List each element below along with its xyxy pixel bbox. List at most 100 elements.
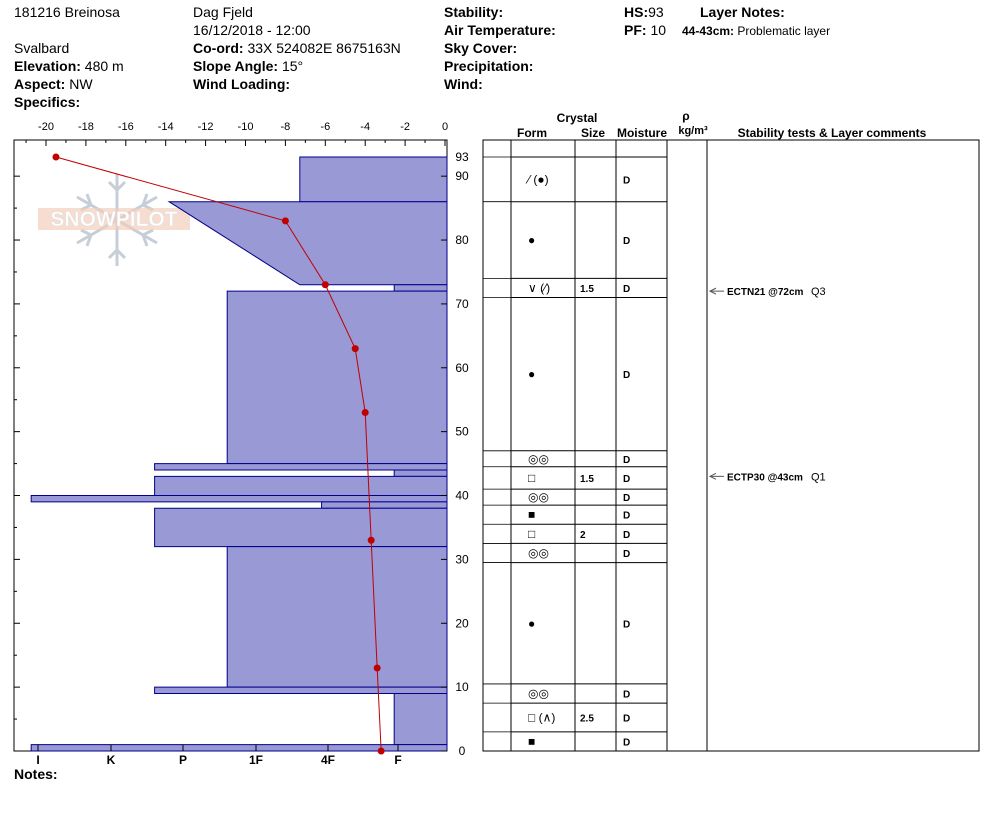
wind-loading-label: Wind Loading: <box>193 76 291 92</box>
temp-tick-label: -14 <box>158 121 174 133</box>
height-tick-label: 40 <box>455 489 469 503</box>
coord-label: Co-ord: <box>193 40 244 56</box>
height-tick-label: 50 <box>455 425 469 439</box>
temp-tick-label: -4 <box>360 121 370 133</box>
layer-size: 2 <box>580 530 586 541</box>
form-header: Form <box>517 126 547 140</box>
stability-header: Stability tests & Layer comments <box>738 126 927 140</box>
location: Svalbard <box>14 40 70 56</box>
layer-form: ◎◎ <box>528 490 549 504</box>
layer-note: 44-43cm: Problematic layer <box>682 24 830 38</box>
layer-moisture: D <box>623 175 630 186</box>
layer-form: ● <box>528 616 535 630</box>
density-unit-header: kg/m³ <box>678 125 708 137</box>
layer-form: □ (∧) <box>528 710 555 724</box>
layer-note-text: Problematic layer <box>737 24 831 38</box>
height-tick-label: 10 <box>455 680 469 694</box>
hardness-layer <box>154 507 448 548</box>
temp-tick-label: -18 <box>78 121 94 133</box>
layer-size: 2.5 <box>580 713 594 724</box>
stability-test-quality: Q1 <box>811 471 826 483</box>
sky-cover: Sky Cover: <box>444 40 517 56</box>
layer-form: ● <box>528 367 535 381</box>
logo-text: SNOWPILOT <box>50 208 177 231</box>
slope-value: 15° <box>281 58 304 74</box>
temperature-point <box>351 345 359 353</box>
layer-size: 1.5 <box>580 284 594 295</box>
aspect: Aspect: NW <box>14 76 93 92</box>
height-top-label: 93 <box>455 150 469 164</box>
elevation-value: 480 m <box>84 58 124 74</box>
snowflake-icon <box>76 174 158 266</box>
sky-cover-label: Sky Cover: <box>444 40 518 56</box>
temp-tick-label: -16 <box>118 121 134 133</box>
layer-form: ∨ (⁄) <box>528 281 550 295</box>
hardness-tick-label: P <box>179 753 187 767</box>
temperature-point <box>52 153 60 161</box>
elevation-label: Elevation: <box>14 58 81 74</box>
moisture-header: Moisture <box>617 126 667 140</box>
coordinates: Co-ord: 33X 524082E 8675163N <box>193 40 401 56</box>
layer-size: 1.5 <box>580 474 594 485</box>
hardness-layers <box>30 156 448 752</box>
layer-table-header: Crystal Form Size Moisture ρ kg/m³ Stabi… <box>517 109 927 140</box>
pf: PF: 10 <box>624 22 666 38</box>
hs-value: 93 <box>648 4 664 20</box>
precip-label: Precipitation: <box>444 58 534 74</box>
wind: Wind: <box>444 76 483 92</box>
hardness-layer <box>226 290 448 465</box>
aspect-value: NW <box>69 76 93 92</box>
hardness-layer <box>393 284 448 292</box>
height-tick-label: 60 <box>455 361 469 375</box>
observer: Dag Fjeld <box>193 4 253 20</box>
datetime: 16/12/2018 - 12:00 <box>193 22 311 38</box>
layer-moisture: D <box>623 549 630 560</box>
layer-moisture: D <box>623 619 630 630</box>
temperature-point <box>281 217 289 225</box>
hardness-layer <box>226 546 448 688</box>
notes: Notes: <box>14 766 58 782</box>
height-tick-label: 0 <box>459 744 466 758</box>
hardness-tick-label: F <box>394 753 401 767</box>
aspect-label: Aspect: <box>14 76 66 92</box>
temperature-point <box>321 281 329 289</box>
layer-moisture: D <box>623 474 630 485</box>
layer-notes: Layer Notes: <box>700 4 785 20</box>
hardness-layer <box>299 156 448 203</box>
layer-moisture: D <box>623 530 630 541</box>
height-tick-label: 20 <box>455 616 469 630</box>
temperature-point <box>377 747 385 755</box>
hs: HS:93 <box>624 4 664 20</box>
hardness-layer <box>30 495 448 503</box>
layer-form: □ <box>528 471 535 485</box>
hs-label: HS: <box>624 4 649 20</box>
crystal-header: Crystal <box>557 111 598 125</box>
stability-arrow-head <box>708 472 717 480</box>
layer-moisture: D <box>623 493 630 504</box>
hardness-layer <box>393 469 448 477</box>
pf-label: PF: <box>624 22 647 38</box>
layer-table-frame <box>482 139 980 752</box>
layer-moisture: D <box>623 455 630 466</box>
stability-test-label: ECTN21 @72cm <box>727 287 804 298</box>
layer-form: □ <box>528 527 535 541</box>
layer-moisture: D <box>623 284 630 295</box>
hardness-tick-label: 1F <box>249 753 263 767</box>
wind-label: Wind: <box>444 76 483 92</box>
temp-tick-label: -2 <box>400 121 410 133</box>
hardness-tick-label: 4F <box>321 753 335 767</box>
air-temp-label: Air Temperature: <box>444 22 556 38</box>
pf-value: 10 <box>650 22 667 38</box>
layer-moisture: D <box>623 713 630 724</box>
slope-angle: Slope Angle: 15° <box>193 58 303 74</box>
layer-moisture: D <box>623 370 630 381</box>
temp-tick-label: -20 <box>38 121 54 133</box>
layer-form: ◎◎ <box>528 546 549 560</box>
temperature-profile <box>52 153 385 755</box>
notes-label: Notes: <box>14 766 58 782</box>
site-name: 181216 Breinosa <box>14 4 120 20</box>
hardness-tick-label: K <box>107 753 116 767</box>
